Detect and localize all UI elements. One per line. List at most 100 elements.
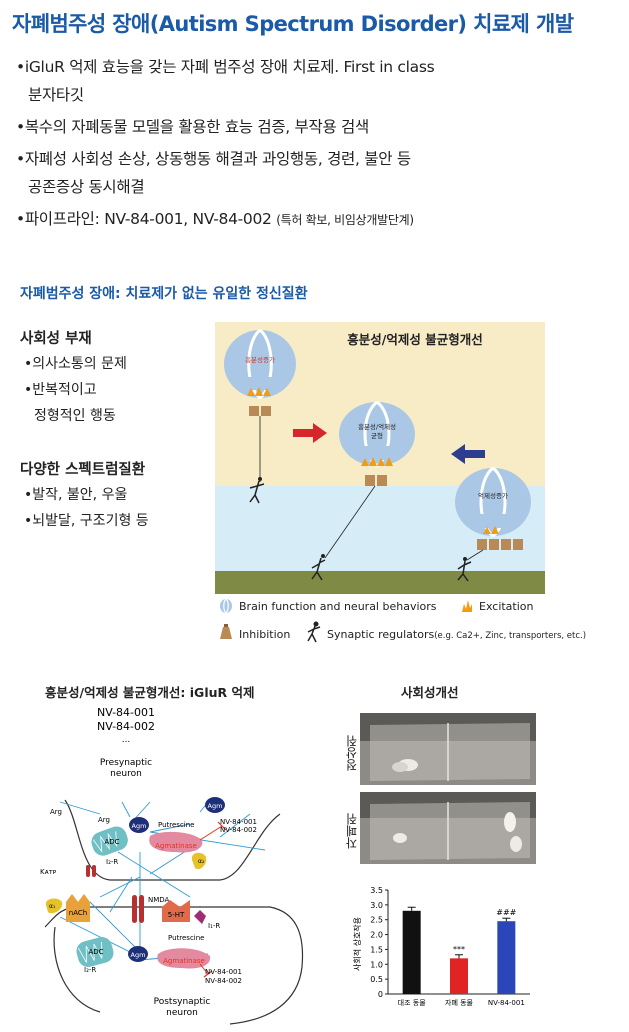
bullet-3-line2: 공존증상 동시해결 <box>28 178 145 196</box>
list-item-cont: 정형적인 행동 <box>34 408 116 424</box>
putrescine-top: Putrescine <box>158 821 195 829</box>
y-tick-label: 1.0 <box>370 960 383 969</box>
heading-spectrum: 다양한 스펙트럼질환 <box>20 462 146 478</box>
5ht-receptor <box>162 900 190 922</box>
katp-channel-1 <box>86 865 90 877</box>
flame-icon <box>462 600 472 612</box>
chart-ylabel: 사회적 상호작용 <box>352 917 362 971</box>
agmatinase-top-shape <box>149 831 203 853</box>
diagram-title: 흥분성/억제성 불균형개선 <box>347 332 482 347</box>
adc-enzyme-top <box>91 826 128 856</box>
balloon-icon <box>220 599 232 614</box>
bullet-3-line1: 자폐성 사회성 손상, 상동행동 해결과 과잉행동, 경련, 불안 등 <box>24 150 411 168</box>
row-label-autism: 자폐쥐 <box>345 813 359 849</box>
list-item: •발작, 불안, 우울 <box>24 487 128 503</box>
nachr-label: nACh <box>69 909 87 917</box>
katp-channel-2 <box>92 865 96 877</box>
i1r-receptor <box>194 910 206 924</box>
agm-bot: Agm <box>131 951 146 959</box>
y-tick-label: 2.0 <box>370 931 383 940</box>
ground <box>215 571 545 594</box>
y-tick-label: 0 <box>378 990 383 999</box>
presynaptic-membrane <box>64 799 281 881</box>
legend-synaptic: Synaptic regulators(e.g. Ca2+, Zinc, tra… <box>327 628 587 641</box>
photo-normal-mice <box>360 713 536 785</box>
balloon-right-label: 억제성증가 <box>478 491 508 500</box>
significance-label: ### <box>496 908 516 917</box>
i2r-top: I₂-R <box>106 858 118 866</box>
agm-float-circle <box>205 797 225 813</box>
agm-bot-circle <box>128 946 148 962</box>
a2-label: α₂ <box>198 858 205 865</box>
bullet-4-note: (특허 확보, 비임상개발단계) <box>276 213 414 227</box>
nmda-label: NMDA <box>148 896 170 904</box>
list-item: •반복적이고 <box>24 382 97 398</box>
page-title: 자폐범주성 장애(Autism Spectrum Disorder) 치료제 개… <box>12 12 574 36</box>
bullet-1: •iGluR 억제 효능을 갖는 자폐 범주성 장애 치료제. First in… <box>16 58 435 76</box>
y-tick-label: 0.5 <box>370 975 383 984</box>
balance-diagram: 흥분성/억제성 불균형개선 흥분성증가 흥분성/억제성 균형 억제성증가 <box>215 322 545 594</box>
heading-social-deficit: 사회성 부재 <box>20 331 92 347</box>
drug-bot-2: NV-84-002 <box>205 977 242 985</box>
y-tick-label: 1.5 <box>370 945 383 954</box>
legend-inhibition: Inhibition <box>239 628 291 641</box>
nmda-channel-2 <box>139 895 144 923</box>
y-tick-label: 3.0 <box>370 901 383 910</box>
bullet-4-main: 파이프라인: NV-84-001, NV-84-002 <box>24 210 272 228</box>
legend-excitation: Excitation <box>479 600 534 613</box>
drug-1: NV-84-001 <box>97 706 155 719</box>
y-tick-label: 3.5 <box>370 886 383 895</box>
bullet-1-line1: iGluR 억제 효능을 갖는 자폐 범주성 장애 치료제. First in … <box>24 58 435 76</box>
bar <box>450 958 468 994</box>
agmatinase-bot: Agmatinase <box>163 957 205 965</box>
balloon-inhibition: 억제성증가 <box>455 466 531 582</box>
postsynaptic-membrane <box>44 906 304 1025</box>
x-tick-label: 대조 동물 <box>398 999 427 1007</box>
bullet-3: •자폐성 사회성 손상, 상동행동 해결과 과잉행동, 경련, 불안 등 <box>16 150 411 168</box>
photo-autism-mice <box>360 792 536 864</box>
postsynaptic-line2: neuron <box>166 1008 198 1018</box>
adc-bot: ADC <box>88 948 103 956</box>
presynaptic-line1: Presynaptic <box>100 758 152 768</box>
row-label-normal: 정상쥐 <box>345 735 359 771</box>
balloon-center-line1: 흥분성/억제성 <box>358 422 396 431</box>
balloon-excitation: 흥분성증가 <box>224 328 296 504</box>
significance-label: *** <box>453 945 465 954</box>
legend-brain: Brain function and neural behaviors <box>239 600 437 613</box>
postsynaptic-line1: Postsynaptic <box>154 997 211 1007</box>
drug-more: ... <box>122 735 131 745</box>
balloon-left-label: 흥분성증가 <box>245 355 275 364</box>
social-interaction-chart: 사회적 상호작용 0 0.5 1.0 1.5 2.0 2.5 3.0 3.5 대조 동물 ***… <box>352 886 530 1007</box>
x-tick-label: 자폐 동물 <box>445 998 474 1007</box>
y-tick-label: 2.5 <box>370 916 383 925</box>
synapse-diagram: NV-84-001 NV-84-002 ... Presynaptic neur… <box>40 706 304 1025</box>
bar <box>402 910 421 994</box>
iglur-title: 흥분성/억제성 불균형개선: iGluR 억제 <box>45 685 255 700</box>
arg-outer: Arg <box>50 808 62 816</box>
a1-label: α₁ <box>49 903 56 910</box>
alpha1-receptor <box>45 898 63 914</box>
stickman-icon <box>307 621 321 643</box>
bullet-4: •파이프라인: NV-84-001, NV-84-002 (특허 확보, 비임상… <box>16 210 414 228</box>
balloon-balance: 흥분성/억제성 균형 <box>311 400 415 581</box>
agmatinase-top: Agmatinase <box>155 842 197 850</box>
chart-bars: 대조 동물 *** 자폐 동물 ### NV-84-001 <box>398 906 525 1007</box>
putrescine-bot: Putrescine <box>168 934 205 942</box>
list-item: •의사소통의 문제 <box>24 356 127 372</box>
katp-label: Kᴀᴛᴘ <box>40 868 57 876</box>
agmatinase-bot-shape <box>157 948 211 969</box>
agm-top: Agm <box>132 822 147 830</box>
x-tick-label: NV-84-001 <box>488 999 525 1007</box>
drug-2: NV-84-002 <box>97 720 155 733</box>
adc-enzyme-bot <box>76 937 114 967</box>
agm-top-circle <box>129 817 149 833</box>
drug-top-2: NV-84-002 <box>220 826 257 834</box>
nachr-receptor <box>66 894 90 922</box>
bullet-1-line2: 분자타깃 <box>28 86 84 104</box>
section-heading: 자폐범주성 장애: 치료제가 없는 유일한 정신질환 <box>20 286 308 302</box>
social-title: 사회성개선 <box>401 685 459 700</box>
red-arrow <box>293 423 327 443</box>
agm-float: Agm <box>208 802 223 810</box>
drug-top-1: NV-84-001 <box>220 818 257 826</box>
drug-bot-1: NV-84-001 <box>205 968 242 976</box>
